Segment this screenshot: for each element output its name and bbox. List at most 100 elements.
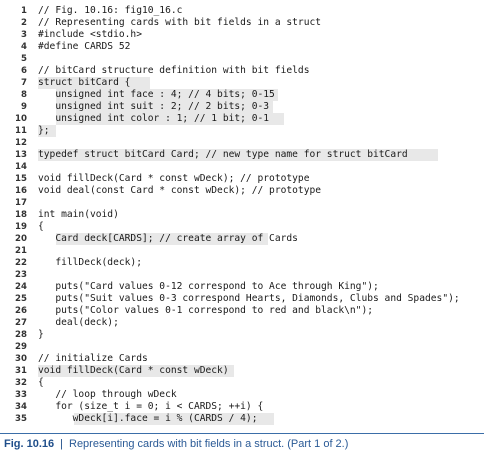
code-text: typedef struct bitCard Card; // new type… xyxy=(38,149,408,160)
line-number: 31 xyxy=(15,366,27,376)
code-line: 15 void fillDeck(Card * const wDeck); // … xyxy=(0,173,484,185)
code-text: unsigned int suit : 2; // 2 bits; 0-3 xyxy=(38,101,270,112)
code-text: void deal(const Card * const wDeck); // … xyxy=(38,185,322,196)
line-number: 19 xyxy=(15,222,27,232)
line-number: 20 xyxy=(15,234,27,244)
code-text: { xyxy=(38,377,44,388)
line-number: 15 xyxy=(15,174,27,184)
caption-divider xyxy=(0,433,484,434)
figure-caption: Fig. 10.16 | Representing cards with bit f… xyxy=(4,438,482,450)
code-line: 5 xyxy=(0,53,484,65)
line-number: 4 xyxy=(21,42,27,52)
line-number: 11 xyxy=(15,126,27,136)
line-highlight xyxy=(38,365,234,377)
code-text: // bitCard structure definition with bit… xyxy=(38,65,310,76)
code-line: 9 unsigned int suit : 2; // 2 bits; 0-3 xyxy=(0,101,484,113)
code-line: 33 // loop through wDeck xyxy=(0,389,484,401)
line-number: 30 xyxy=(15,354,27,364)
code-line: 19 { xyxy=(0,221,484,233)
line-number: 34 xyxy=(15,402,27,412)
code-text: }; xyxy=(38,125,50,136)
code-line: 30 // initialize Cards xyxy=(0,353,484,365)
code-text: { xyxy=(38,221,44,232)
code-line: 13 typedef struct bitCard Card; // new ty… xyxy=(0,149,484,161)
code-line: 1 // Fig. 10.16: fig10_16.c xyxy=(0,5,484,17)
code-line: 17 xyxy=(0,197,484,209)
line-number: 10 xyxy=(15,114,27,124)
code-line: 2 // Representing cards with bit fields i… xyxy=(0,17,484,29)
code-text: puts("Suit values 0-3 correspond Hearts,… xyxy=(38,293,460,304)
code-text: } xyxy=(38,329,44,340)
code-text: puts("Card values 0-12 correspond to Ace… xyxy=(38,281,379,292)
code-line: 24 puts("Card values 0-12 correspond to … xyxy=(0,281,484,293)
code-line: 32 { xyxy=(0,377,484,389)
code-text: for (size_t i = 0; i < CARDS; ++i) { xyxy=(38,401,264,412)
line-number: 9 xyxy=(21,102,27,112)
line-number: 16 xyxy=(15,186,27,196)
code-line: 26 puts("Color values 0-1 correspond to … xyxy=(0,305,484,317)
code-line: 11}; xyxy=(0,125,484,137)
code-text: // initialize Cards xyxy=(38,353,148,364)
line-number: 32 xyxy=(15,378,27,388)
line-highlight xyxy=(56,233,268,245)
line-number: 6 xyxy=(21,66,27,76)
code-text: // Representing cards with bit fields in… xyxy=(38,17,322,28)
code-text: int main(void) xyxy=(38,209,119,220)
code-line: 21 xyxy=(0,245,484,257)
line-number: 18 xyxy=(15,210,27,220)
code-line: 7 struct bitCard { xyxy=(0,77,484,89)
code-line: 35 wDeck[i].face = i % (CARDS / 4); xyxy=(0,413,484,425)
line-number: 3 xyxy=(21,30,27,40)
code-text: unsigned int color : 1; // 1 bit; 0-1 xyxy=(38,113,270,124)
line-highlight xyxy=(56,113,284,125)
line-number: 28 xyxy=(15,330,27,340)
line-number: 7 xyxy=(21,78,27,88)
code-line: 4 #define CARDS 52 xyxy=(0,41,484,53)
line-number: 29 xyxy=(15,342,27,352)
code-line: 16 void deal(const Card * const wDeck); /… xyxy=(0,185,484,197)
code-text: // loop through wDeck xyxy=(38,389,177,400)
code-text: #include <stdio.h> xyxy=(38,29,142,40)
line-number: 1 xyxy=(21,6,27,16)
code-text: fillDeck(deck); xyxy=(38,257,142,268)
code-text: void fillDeck(Card * const wDeck); // pr… xyxy=(38,173,310,184)
code-line: 14 xyxy=(0,161,484,173)
code-line: 12 xyxy=(0,137,484,149)
code-text: puts("Color values 0-1 correspond to red… xyxy=(38,305,374,316)
line-number: 2 xyxy=(21,18,27,28)
line-number: 25 xyxy=(15,294,27,304)
code-text: #define CARDS 52 xyxy=(38,41,131,52)
line-highlight xyxy=(38,77,150,89)
line-number: 8 xyxy=(21,90,27,100)
code-line: 25 puts("Suit values 0-3 correspond Hear… xyxy=(0,293,484,305)
code-line: 10 unsigned int color : 1; // 1 bit; 0-1 xyxy=(0,113,484,125)
caption-separator: | xyxy=(60,438,63,450)
line-highlight xyxy=(56,89,278,101)
line-number: 35 xyxy=(15,414,27,424)
line-number: 5 xyxy=(21,54,27,64)
figure-label: Fig. 10.16 xyxy=(4,438,55,450)
code-text: deal(deck); xyxy=(38,317,119,328)
line-number: 21 xyxy=(15,246,27,256)
line-number: 26 xyxy=(15,306,27,316)
line-number: 22 xyxy=(15,258,27,268)
code-text: struct bitCard { xyxy=(38,77,131,88)
line-highlight xyxy=(56,101,273,113)
code-listing: 1 // Fig. 10.16: fig10_16.c 2 // Representi… xyxy=(0,5,484,425)
code-text: // Fig. 10.16: fig10_16.c xyxy=(38,5,183,16)
line-number: 33 xyxy=(15,390,27,400)
line-highlight xyxy=(74,413,274,425)
code-line: 3 #include <stdio.h> xyxy=(0,29,484,41)
code-line: 18 int main(void) xyxy=(0,209,484,221)
code-line: 34 for (size_t i = 0; i < CARDS; ++i) { xyxy=(0,401,484,413)
code-line: 28} xyxy=(0,329,484,341)
caption-text: Representing cards with bit fields in a … xyxy=(69,438,349,450)
code-text: wDeck[i].face = i % (CARDS / 4); xyxy=(38,413,258,424)
line-number: 17 xyxy=(15,198,27,208)
code-line: 29 xyxy=(0,341,484,353)
code-line: 23 xyxy=(0,269,484,281)
line-number: 13 xyxy=(15,150,27,160)
code-text: Card deck[CARDS]; // create array of Car… xyxy=(38,233,298,244)
code-line: 20 Card deck[CARDS]; // create array of … xyxy=(0,233,484,245)
